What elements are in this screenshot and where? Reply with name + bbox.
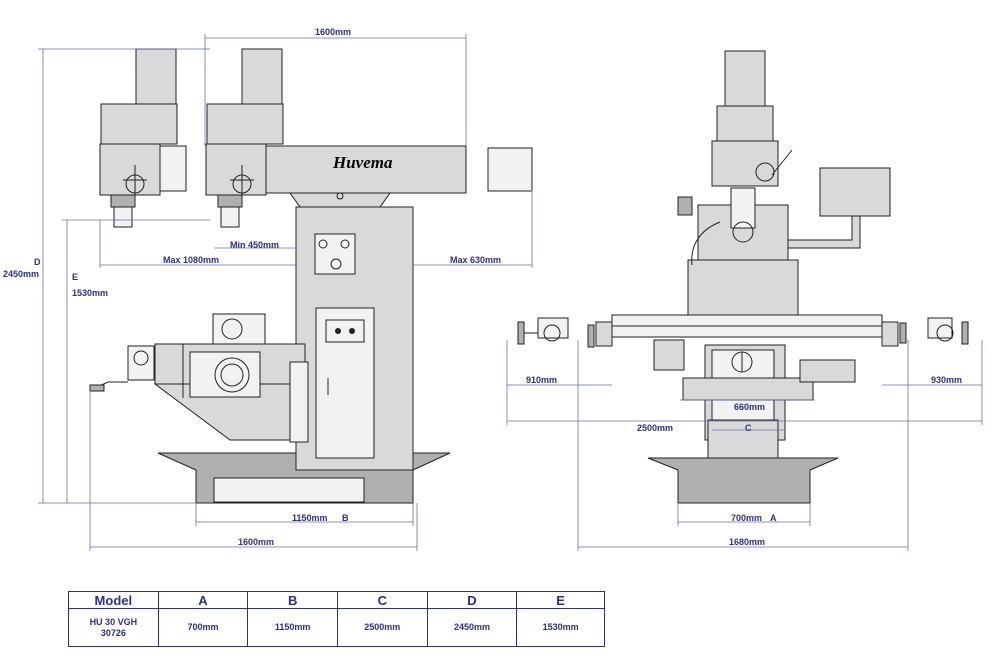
dim-max-630: Max 630mm	[450, 255, 501, 265]
header-a: A	[157, 591, 249, 609]
spec-table: Model A B C D E HU 30 VGH 30726 700mm 11…	[68, 591, 605, 647]
dim-c-value: 2500mm	[637, 423, 673, 433]
table-row: HU 30 VGH 30726 700mm 1150mm 2500mm 2450…	[68, 608, 605, 647]
dim-max-1080: Max 1080mm	[163, 255, 219, 265]
cell-c: 2500mm	[336, 608, 428, 647]
dim-mid-660: 660mm	[734, 402, 765, 412]
side-head-right	[241, 48, 283, 105]
dim-a-value: 700mm	[731, 513, 762, 523]
dim-bottom-right-width: 1680mm	[729, 537, 765, 547]
dim-bottom-left-width: 1600mm	[238, 537, 274, 547]
cell-d: 2450mm	[426, 608, 518, 647]
control-panel	[819, 167, 891, 217]
header-b: B	[247, 591, 338, 609]
model-number: 30726	[100, 627, 126, 638]
brand-logo: Huvema	[332, 153, 393, 172]
side-overarm	[264, 145, 467, 194]
dim-b-value: 1150mm	[292, 513, 328, 523]
front-base	[647, 457, 839, 504]
dim-e-letter: E	[72, 272, 78, 282]
dim-right-930: 930mm	[931, 375, 962, 385]
header-e: E	[516, 591, 605, 609]
dim-b-letter: B	[342, 513, 349, 523]
header-d: D	[426, 591, 518, 609]
cell-a: 700mm	[157, 608, 249, 647]
header-c: C	[336, 591, 428, 609]
cell-model: HU 30 VGH 30726	[68, 608, 159, 647]
cell-e: 1530mm	[516, 608, 605, 647]
dim-d-value: 2450mm	[3, 269, 39, 279]
cell-b: 1150mm	[247, 608, 338, 647]
model-name: HU 30 VGH	[89, 616, 138, 627]
dim-left-910: 910mm	[526, 375, 557, 385]
header-model: Model	[68, 591, 159, 609]
dim-min-450: Min 450mm	[230, 240, 279, 250]
dim-top-width: 1600mm	[315, 27, 351, 37]
front-view	[517, 50, 969, 504]
dim-c-letter: C	[745, 423, 752, 433]
dim-e-value: 1530mm	[72, 288, 108, 298]
side-view: Huvema	[89, 48, 533, 504]
dimension-labels: 1600mm D 2450mm E 1530mm Min 450mm Max 1…	[3, 27, 962, 547]
spec-table-header-row: Model A B C D E	[68, 591, 605, 609]
dimension-lines	[38, 34, 983, 551]
dim-d-letter: D	[34, 257, 41, 267]
side-head-left	[135, 48, 177, 105]
dim-a-letter: A	[770, 513, 777, 523]
